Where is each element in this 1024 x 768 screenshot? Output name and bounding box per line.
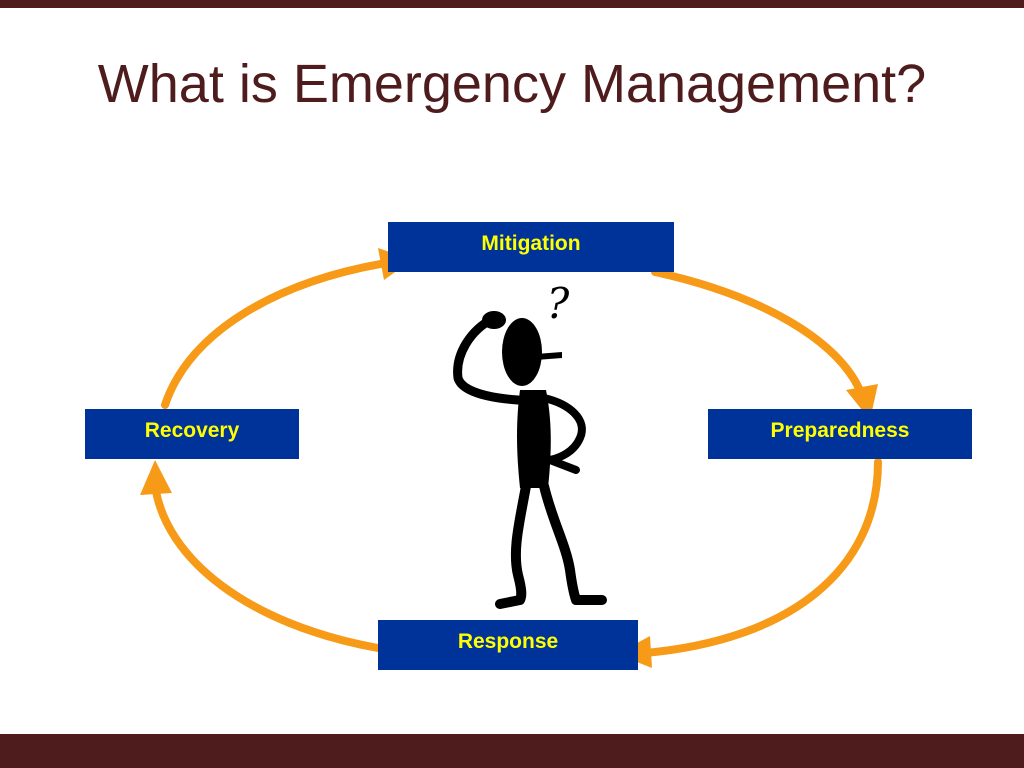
phase-box-recovery: Recovery [85, 409, 299, 459]
phase-label-recovery: Recovery [144, 419, 240, 442]
phase-box-response: Response [378, 620, 638, 670]
arrow-preparedness-to-response [641, 458, 882, 657]
question-mark: ? [547, 279, 570, 328]
confused-stick-figure-icon [453, 311, 607, 609]
top-band [0, 0, 1024, 8]
arrow-mitigation-to-preparedness [651, 268, 866, 399]
arrowhead-response-to-recovery-icon [140, 460, 172, 495]
slide-title: What is Emergency Management? [97, 54, 927, 114]
phase-box-mitigation: Mitigation [388, 222, 674, 272]
phase-label-response: Response [457, 630, 559, 653]
bottom-band [0, 734, 1024, 768]
arrow-response-to-recovery [151, 481, 382, 652]
arrow-recovery-to-mitigation [161, 258, 396, 409]
phase-box-preparedness: Preparedness [708, 409, 972, 459]
phase-label-mitigation: Mitigation [481, 232, 581, 255]
phase-label-preparedness: Preparedness [770, 419, 910, 442]
